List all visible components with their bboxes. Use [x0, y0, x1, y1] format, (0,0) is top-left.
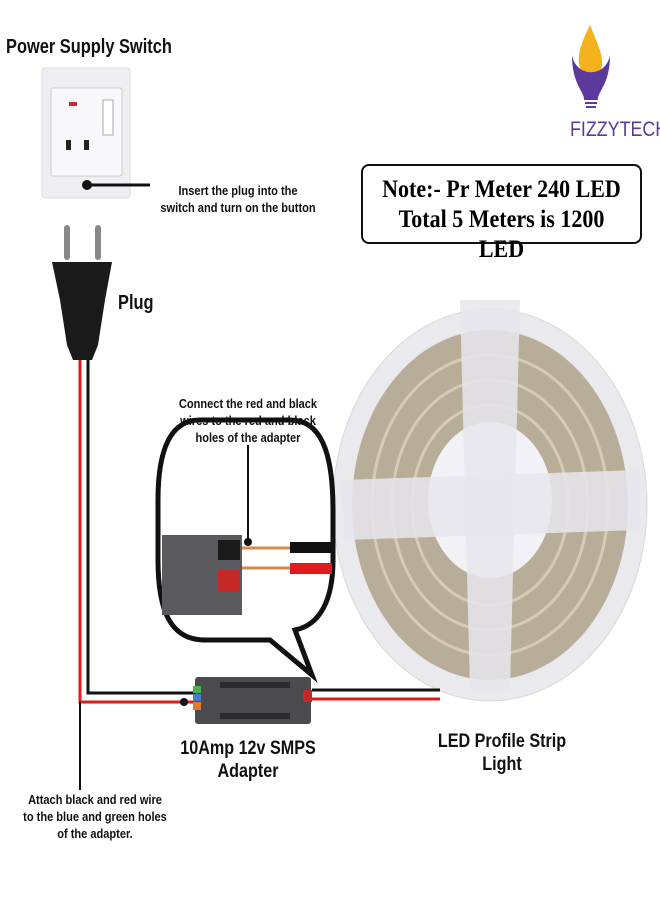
plug-image: [52, 225, 112, 360]
adapter-zoom-bubble: [155, 417, 336, 683]
connect-instruction-line: Connect the red and black: [178, 396, 318, 411]
attach-instruction-line: to the blue and green holes: [23, 809, 167, 824]
black-wire: [86, 360, 195, 695]
power-switch-image: [41, 67, 131, 199]
note-line: Note:- Pr Meter 240 LED: [382, 176, 621, 203]
connect-instruction-line: wires to the red and black: [180, 413, 316, 428]
led-strip-reel-image: [332, 300, 648, 702]
connect-pointer-dot: [244, 538, 252, 546]
fizzytech-logo-icon: [572, 25, 610, 108]
adapter-label-line: 10Amp 12v SMPS: [180, 738, 316, 759]
power-switch-label: Power Supply Switch: [6, 36, 172, 58]
note-box: Note:- Pr Meter 240 LED Total 5 Meters i…: [361, 164, 642, 263]
connect-instruction: Connect the red and black wires to the r…: [179, 395, 317, 446]
note-line: Total 5 Meters is 1200 LED: [398, 206, 605, 263]
attach-pointer-dot: [180, 698, 188, 706]
adapter-label: 10Amp 12v SMPS Adapter: [180, 737, 316, 783]
attach-instruction-line: Attach black and red wire: [28, 792, 162, 807]
attach-instruction: Attach black and red wire to the blue an…: [23, 791, 167, 842]
insert-instruction-line: Insert the plug into the: [178, 183, 298, 198]
smps-adapter-image: [193, 677, 312, 724]
logo-text: FIZZYTECH: [570, 118, 660, 141]
strip-label: LED Profile Strip Light: [438, 730, 566, 776]
insert-instruction: Insert the plug into the switch and turn…: [160, 182, 315, 216]
connect-instruction-line: holes of the adapter: [195, 430, 301, 445]
strip-label-line: Light: [482, 754, 522, 775]
attach-instruction-line: of the adapter.: [57, 826, 133, 841]
plug-label: Plug: [118, 292, 154, 314]
adapter-label-line: Adapter: [217, 761, 279, 782]
insert-instruction-line: switch and turn on the button: [160, 200, 316, 215]
strip-label-line: LED Profile Strip: [437, 731, 567, 752]
